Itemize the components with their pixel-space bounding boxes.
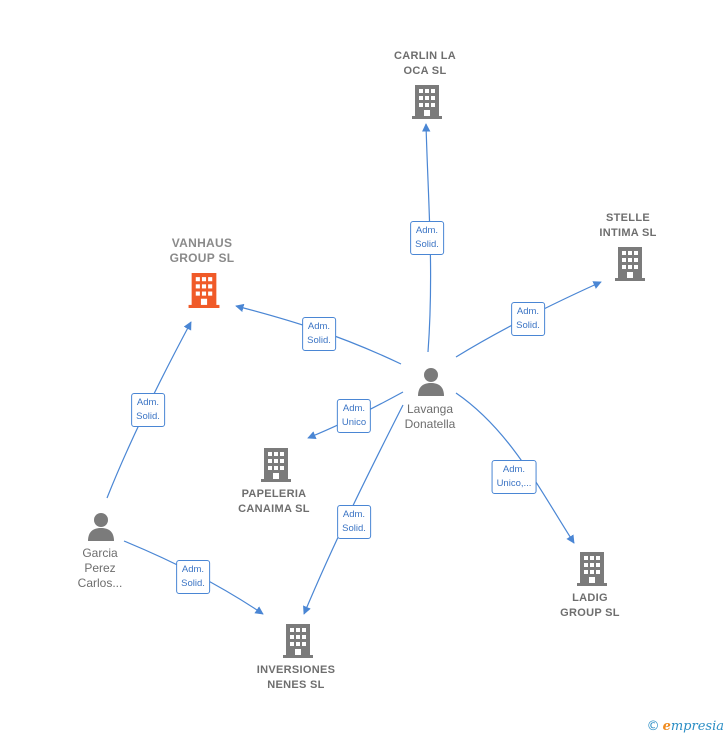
node-label-garcia[interactable]: Garcia Perez Carlos...	[77, 546, 123, 590]
building-icon	[283, 624, 313, 658]
relation-box: Adm. Solid.	[410, 221, 444, 255]
brand-footer: ©empresia	[647, 719, 724, 734]
brand-name: mpresia	[670, 719, 724, 734]
node-label-stelle[interactable]: STELLE INTIMA SL	[599, 212, 657, 239]
copyright-symbol: ©	[646, 719, 660, 734]
relation-box: Adm. Solid.	[131, 393, 165, 427]
person-icon	[418, 368, 444, 396]
building-icon	[261, 448, 291, 482]
relation-box: Adm. Solid.	[511, 302, 545, 336]
building-icon	[577, 552, 607, 586]
brand-initial: e	[662, 719, 671, 734]
relation-box: Adm. Solid.	[176, 560, 210, 594]
relation-box: Adm. Unico,...	[491, 460, 537, 494]
node-label-carlin[interactable]: CARLIN LA OCA SL	[394, 50, 456, 77]
building-icon	[412, 85, 442, 119]
node-label-ladig[interactable]: LADIG GROUP SL	[560, 592, 620, 619]
node-label-vanhaus[interactable]: VANHAUS GROUP SL	[169, 236, 235, 265]
person-icon	[88, 513, 114, 541]
relation-box: Adm. Solid.	[302, 317, 336, 351]
node-label-inversiones[interactable]: INVERSIONES NENES SL	[256, 664, 336, 691]
building-icon	[615, 247, 645, 281]
node-label-papeleria[interactable]: PAPELERIA CANAIMA SL	[238, 488, 310, 515]
relation-box: Adm. Unico	[336, 399, 372, 433]
building-icon-highlighted	[188, 273, 220, 308]
node-label-lavanga[interactable]: Lavanga Donatella	[404, 402, 456, 431]
relation-box: Adm. Solid.	[337, 505, 371, 539]
